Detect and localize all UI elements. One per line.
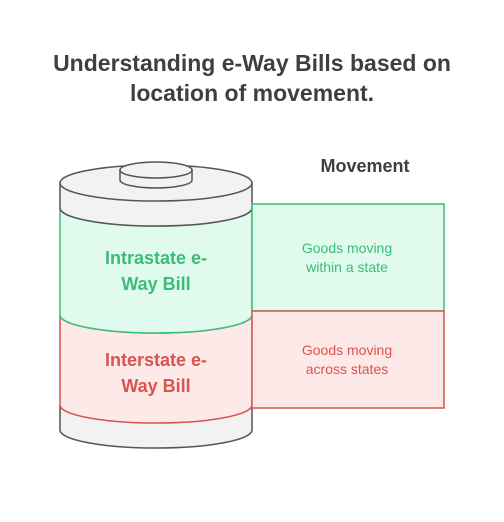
interstate-label: Interstate e- Way Bill <box>66 347 246 399</box>
intrastate-label-line-2: Way Bill <box>121 274 191 294</box>
interstate-description-line-1: Goods moving <box>301 342 393 358</box>
interstate-description-line-2: across states <box>305 361 389 377</box>
intrastate-description: Goods moving within a state <box>256 239 438 277</box>
interstate-description: Goods moving across states <box>256 341 438 379</box>
diagram-title: Understanding e-Way Bills based on locat… <box>0 48 504 108</box>
interstate-label-line-1: Interstate e- <box>104 350 208 370</box>
battery-terminal-top <box>119 161 193 179</box>
intrastate-description-line-2: within a state <box>306 259 388 275</box>
interstate-label-line-2: Way Bill <box>121 376 191 396</box>
movement-column-header: Movement <box>320 156 410 176</box>
title-line-1: Understanding e-Way Bills based on <box>53 50 451 76</box>
intrastate-description-line-1: Goods moving <box>301 240 393 256</box>
title-line-2: location of movement. <box>129 80 375 106</box>
intrastate-label: Intrastate e- Way Bill <box>66 245 246 297</box>
interstate-description-box <box>251 310 445 409</box>
intrastate-description-box <box>251 203 445 312</box>
intrastate-label-line-1: Intrastate e- <box>104 248 208 268</box>
